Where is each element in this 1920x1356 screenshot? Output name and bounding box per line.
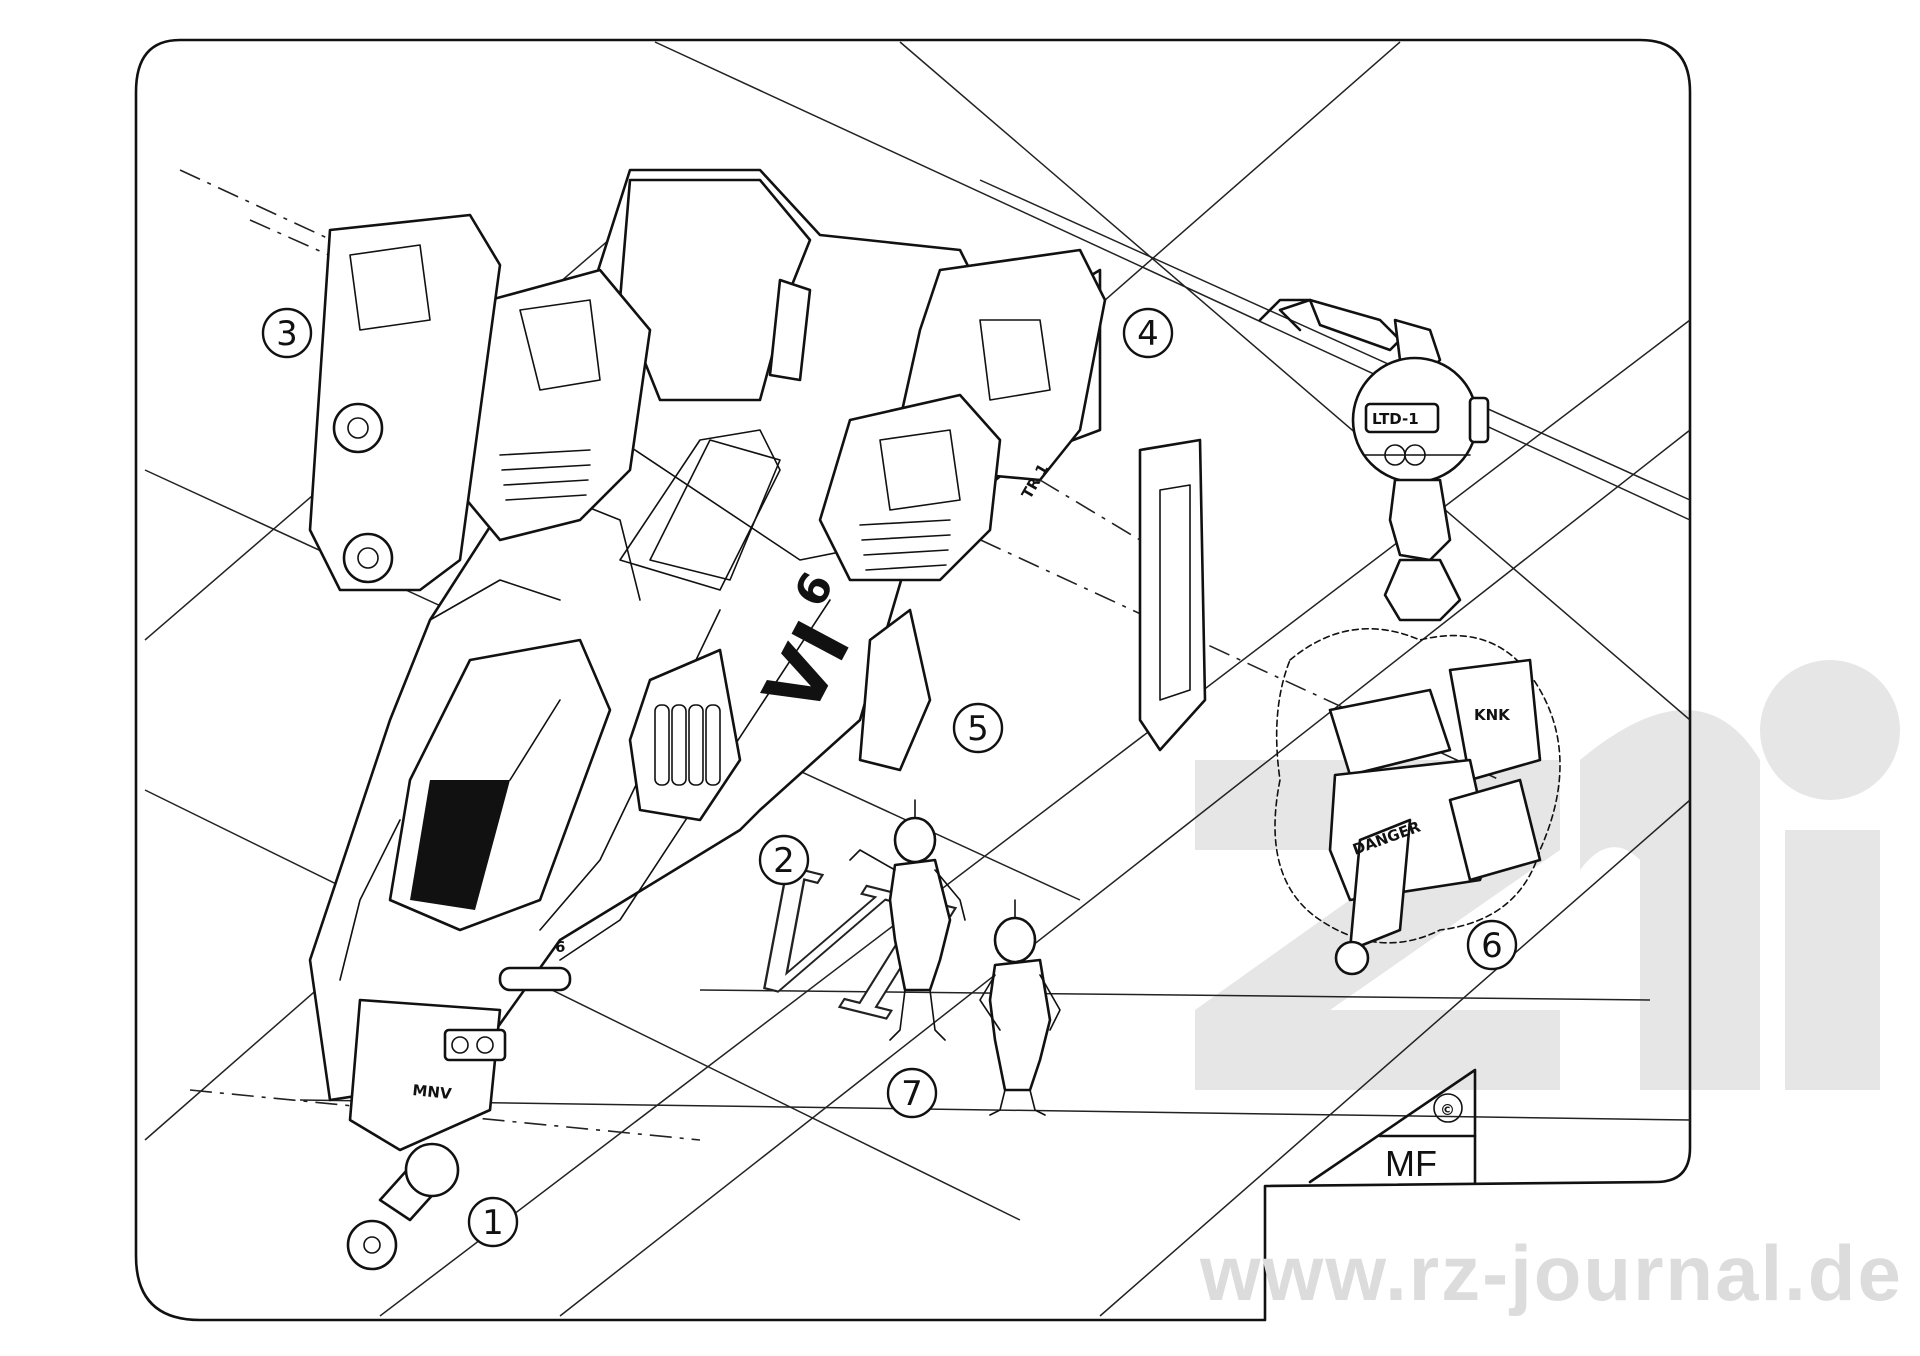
svg-text:5: 5 bbox=[967, 709, 989, 749]
crew-figure-left bbox=[849, 799, 966, 1041]
svg-text:MF: MF bbox=[1385, 1143, 1437, 1184]
pod-vents-right bbox=[859, 519, 951, 571]
drawing-frame bbox=[134, 38, 1692, 1322]
watermark-url: www.rz-journal.de bbox=[1199, 1229, 1903, 1317]
drone-robot: LTD-1 bbox=[1258, 298, 1490, 622]
engine-thruster-lower bbox=[342, 532, 394, 584]
nose-code-label: MNV bbox=[412, 1081, 453, 1103]
drone-label: LTD-1 bbox=[1372, 410, 1419, 428]
callout-1: 1 bbox=[467, 1196, 519, 1248]
cockpit-window bbox=[410, 780, 510, 910]
nose-gun-barrel bbox=[346, 1142, 460, 1271]
engine-thruster-upper bbox=[332, 402, 384, 454]
callout-6: 6 bbox=[1466, 919, 1518, 971]
callout-7: 7 bbox=[886, 1067, 938, 1119]
svg-text:3: 3 bbox=[276, 314, 298, 354]
svg-text:2: 2 bbox=[773, 841, 795, 881]
callout-3: 3 bbox=[261, 307, 313, 359]
crew-figure-right bbox=[979, 899, 1061, 1116]
svg-text:4: 4 bbox=[1137, 314, 1159, 354]
callout-2: 2 bbox=[758, 834, 810, 886]
pod-vents-left bbox=[499, 449, 591, 501]
callout-5: 5 bbox=[952, 702, 1004, 754]
nose-number: 6 bbox=[555, 938, 565, 956]
watermark-logo bbox=[1195, 660, 1900, 1090]
svg-text:7: 7 bbox=[901, 1074, 923, 1114]
cannon-label: KNK bbox=[1474, 706, 1511, 724]
spacecraft: TR 1 VI bbox=[308, 168, 1207, 1271]
svg-text:6: 6 bbox=[1481, 926, 1503, 966]
missile-pack bbox=[654, 704, 721, 786]
artist-signature: © MF bbox=[1308, 1068, 1477, 1184]
svg-text:©: © bbox=[1440, 1101, 1455, 1119]
callout-4: 4 bbox=[1122, 307, 1174, 359]
cannon-turret: KNK DANGER bbox=[1274, 627, 1561, 976]
svg-text:1: 1 bbox=[482, 1203, 504, 1243]
